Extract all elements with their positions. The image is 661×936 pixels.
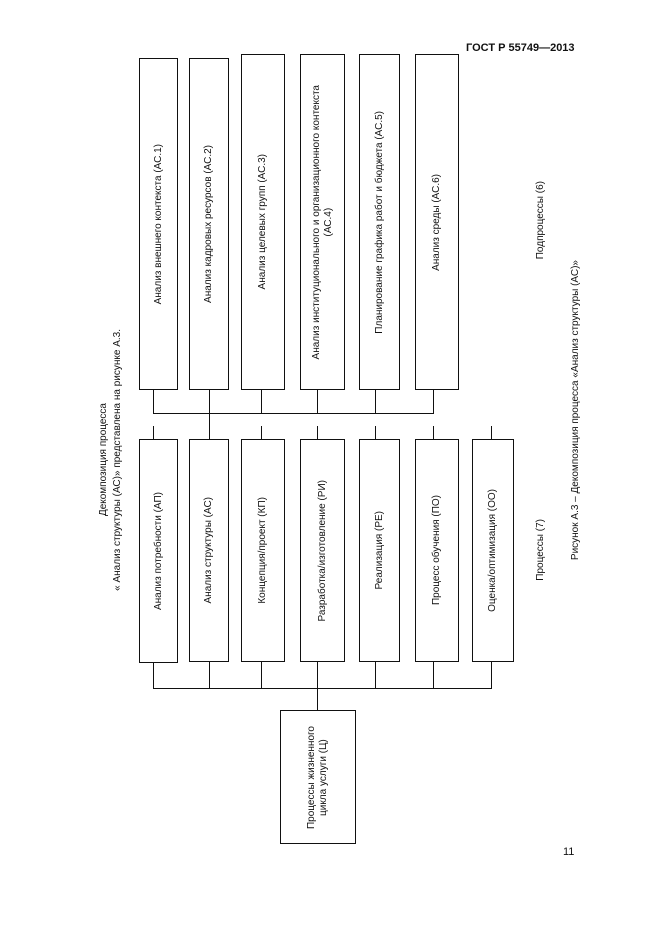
intro-line-1-text: Декомпозиция процесса [98,403,109,517]
process-box-ri: Разработка/изготовление (РИ) [300,439,345,662]
process-label: Оценка/оптимизация (ОО) [487,489,498,612]
subprocesses-label: Подпроцессы (6) [533,150,549,290]
connector [209,662,210,688]
intro-line-1: Декомпозиция процесса [97,300,111,620]
root-process-label: Процессы жизненного цикла услуги (Ц) [306,725,329,829]
subprocesses-label-text: Подпроцессы (6) [535,180,546,260]
connector [209,389,210,439]
process-label: Процесс обучения (ПО) [431,495,442,606]
subprocess-box-ac5: Планирование графика работ и бюджета (АС… [359,54,400,390]
subprocess-label: Анализ среды (АС.6) [431,173,442,271]
process-box-kp: Концепция/проект (КП) [241,439,285,662]
subprocess-label: Анализ институционального и организацион… [310,84,334,360]
connector [153,662,154,688]
process-label: Анализ потребности (АП) [152,491,164,611]
connector [261,426,262,439]
process-box-oo: Оценка/оптимизация (ОО) [472,439,514,662]
subprocess-label: Анализ внешнего контекста (АС.1) [152,143,164,305]
process-box-ap: Анализ потребности (АП) [139,439,178,663]
page-number: 11 [563,846,575,858]
figure-caption-text: Рисунок А.3 – Декомпозиция процесса «Ана… [570,259,581,561]
figure-caption: Рисунок А.3 – Декомпозиция процесса «Ана… [568,200,584,620]
connector [317,662,318,710]
subprocess-label: Планирование графика работ и бюджета (АС… [373,110,385,334]
subprocess-bus [153,413,434,414]
intro-line-2-text: « Анализ структуры (АС)» представлена на… [112,329,123,591]
process-box-re: Реализация (РЕ) [359,439,400,662]
subprocess-box-ac2: Анализ кадровых ресурсов (АС.2) [189,58,229,390]
subprocess-label: Анализ кадровых ресурсов (АС.2) [203,145,214,303]
connector [433,662,434,688]
connector [153,389,154,413]
document-header: ГОСТ Р 55749—2013 [466,42,575,54]
connector [433,426,434,439]
root-process-box: Процессы жизненного цикла услуги (Ц) [280,710,356,844]
processes-label-text: Процессы (7) [535,519,546,581]
connector [491,426,492,439]
connector [375,662,376,688]
subprocess-box-ac6: Анализ среды (АС.6) [415,54,459,390]
process-label: Анализ структуры (АС) [203,497,214,604]
subprocess-box-ac3: Анализ целевых групп (АС.3) [241,54,285,390]
connector [261,389,262,413]
connector [317,426,318,439]
intro-line-2: « Анализ структуры (АС)» представлена на… [111,280,125,640]
process-box-as: Анализ структуры (АС) [189,439,229,662]
connector [261,662,262,688]
process-label: Разработка/изготовление (РИ) [316,479,328,622]
process-box-po: Процесс обучения (ПО) [415,439,459,662]
process-label: Реализация (РЕ) [373,511,385,590]
subprocess-label: Анализ целевых групп (АС.3) [257,154,268,290]
connector [375,389,376,413]
connector [153,426,154,439]
connector [433,389,434,413]
connector [317,389,318,413]
processes-label: Процессы (7) [533,480,549,620]
subprocess-box-ac4: Анализ институционального и организацион… [300,54,345,390]
connector [375,426,376,439]
process-bus [153,688,492,689]
process-label: Концепция/проект (КП) [257,497,268,604]
connector [491,662,492,688]
subprocess-box-ac1: Анализ внешнего контекста (АС.1) [139,58,178,390]
